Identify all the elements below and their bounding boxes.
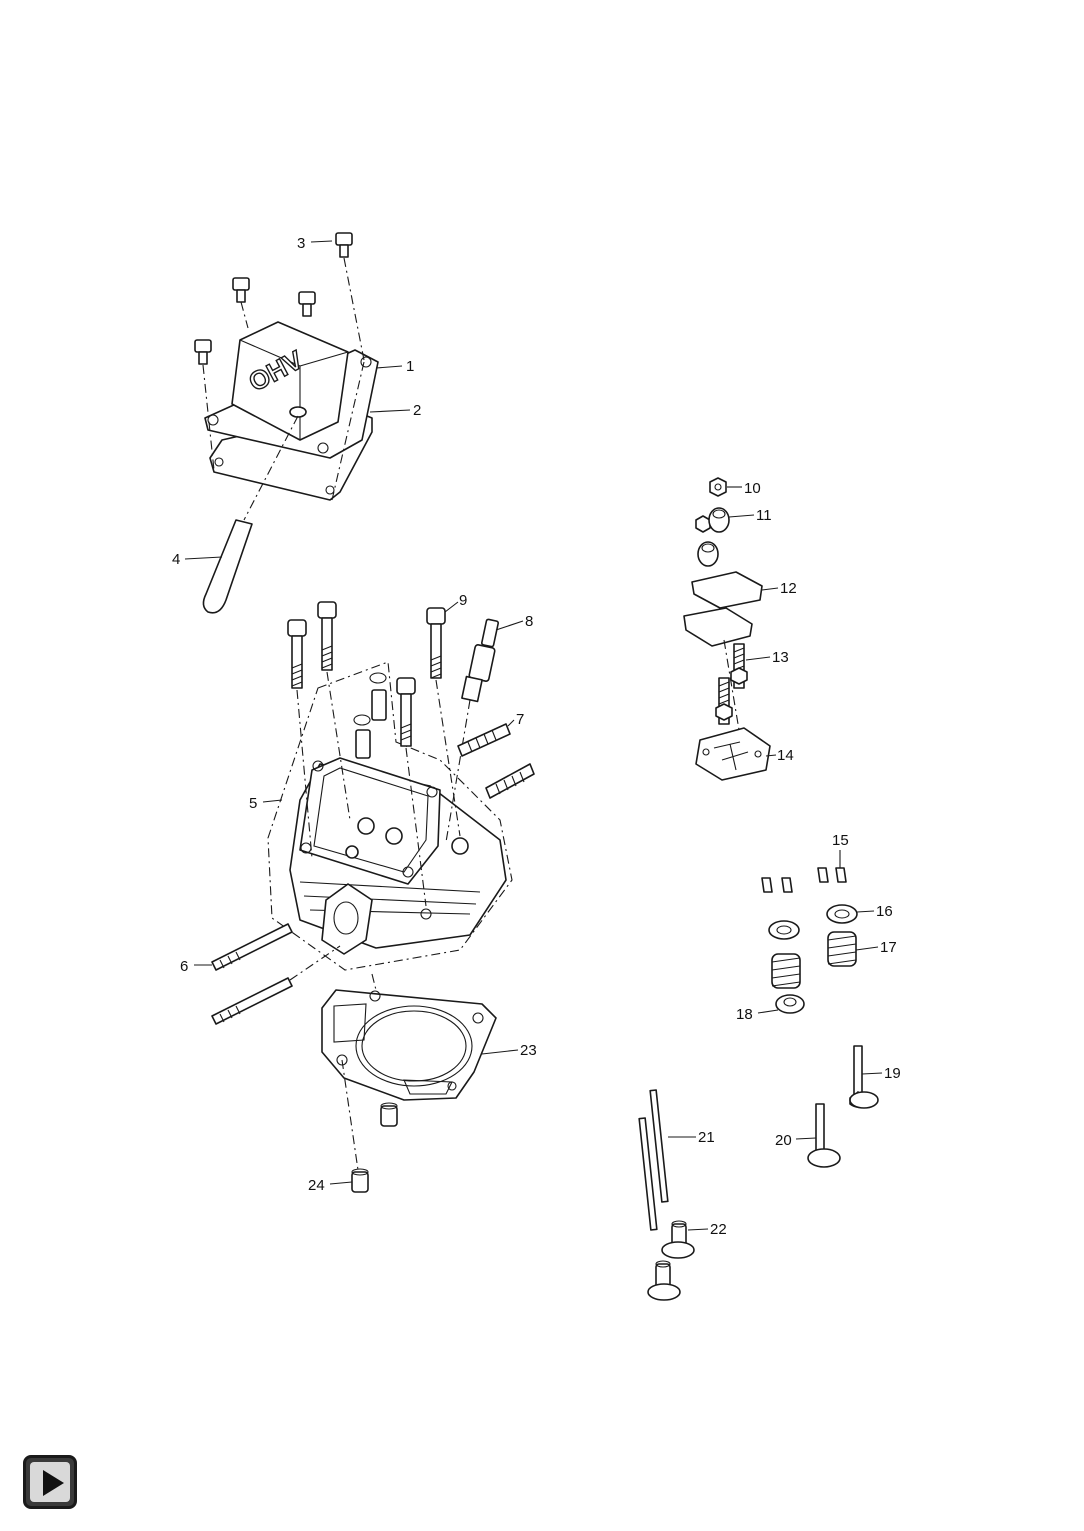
pivot-ball bbox=[708, 507, 730, 533]
head-bolt bbox=[426, 607, 446, 679]
rocker-stud bbox=[715, 677, 733, 725]
callout-3: 3 bbox=[297, 235, 305, 252]
callout-24: 24 bbox=[308, 1177, 325, 1194]
cover-bolt bbox=[298, 291, 316, 317]
valve-cotter bbox=[761, 877, 773, 893]
exhaust-stud bbox=[485, 763, 535, 799]
valve-cotter bbox=[817, 867, 829, 883]
callout-15: 15 bbox=[832, 832, 849, 849]
pivot-nut bbox=[709, 477, 727, 497]
tappet bbox=[661, 1220, 695, 1259]
callout-21: 21 bbox=[698, 1129, 715, 1146]
valve-spring bbox=[771, 953, 801, 989]
head-bolt bbox=[317, 601, 337, 671]
tappet bbox=[647, 1260, 681, 1301]
callout-16: 16 bbox=[876, 903, 893, 920]
spring-retainer bbox=[768, 920, 800, 940]
callout-6: 6 bbox=[180, 958, 188, 975]
rocker-arm-group bbox=[683, 477, 771, 781]
valve bbox=[849, 1045, 879, 1109]
valve-cotter bbox=[835, 867, 847, 883]
callout-5: 5 bbox=[249, 795, 257, 812]
rocker-arm bbox=[691, 571, 763, 609]
push-rod-guide-plate bbox=[695, 727, 771, 781]
callout-18: 18 bbox=[736, 1006, 753, 1023]
valve-spring bbox=[827, 931, 857, 967]
callout-9: 9 bbox=[459, 592, 467, 609]
valve bbox=[807, 1103, 841, 1168]
callout-22: 22 bbox=[710, 1221, 727, 1238]
cover-bolt bbox=[232, 277, 250, 303]
spring-retainer bbox=[826, 904, 858, 924]
play-triangle-icon bbox=[43, 1470, 64, 1496]
callout-4: 4 bbox=[172, 551, 180, 568]
cover-bolt bbox=[335, 232, 353, 258]
intake-flange bbox=[321, 883, 373, 955]
intake-stud bbox=[211, 977, 293, 1025]
push-rod bbox=[649, 1089, 669, 1203]
callout-13: 13 bbox=[772, 649, 789, 666]
callout-8: 8 bbox=[525, 613, 533, 630]
push-rod bbox=[638, 1117, 658, 1231]
cover-bolt bbox=[194, 339, 212, 365]
callouts: 1 2 3 4 5 6 7 8 9 10 11 12 13 14 15 16 1 bbox=[172, 235, 901, 1238]
callout-12: 12 bbox=[780, 580, 797, 597]
callout-10: 10 bbox=[744, 480, 761, 497]
callout-19: 19 bbox=[884, 1065, 901, 1082]
cylinder-head-group bbox=[211, 601, 535, 1193]
head-bolt bbox=[287, 619, 307, 689]
next-page-button[interactable] bbox=[23, 1455, 77, 1509]
breather-tube bbox=[202, 519, 253, 614]
head-bolt bbox=[396, 677, 416, 747]
rocker-cover-group: OHV bbox=[194, 232, 379, 614]
callout-2: 2 bbox=[413, 402, 421, 419]
rocker-arm bbox=[683, 607, 753, 647]
valve-cotter bbox=[781, 877, 793, 893]
callout-20: 20 bbox=[775, 1132, 792, 1149]
spark-plug bbox=[461, 618, 499, 703]
valve-train-group bbox=[638, 867, 879, 1301]
dowel-pin bbox=[351, 1168, 369, 1193]
callout-17: 17 bbox=[880, 939, 897, 956]
callout-7: 7 bbox=[516, 711, 524, 728]
callout-14: 14 bbox=[777, 747, 794, 764]
callout-23: 23 bbox=[520, 1042, 537, 1059]
lock-nut bbox=[695, 515, 711, 533]
dowel-pin bbox=[380, 1102, 398, 1127]
valve-stem-seal bbox=[775, 994, 805, 1014]
rocker-stud bbox=[730, 643, 748, 689]
callout-11: 11 bbox=[756, 507, 772, 524]
intake-stud bbox=[211, 923, 293, 971]
exhaust-stud bbox=[457, 723, 511, 757]
callout-1: 1 bbox=[406, 358, 414, 375]
